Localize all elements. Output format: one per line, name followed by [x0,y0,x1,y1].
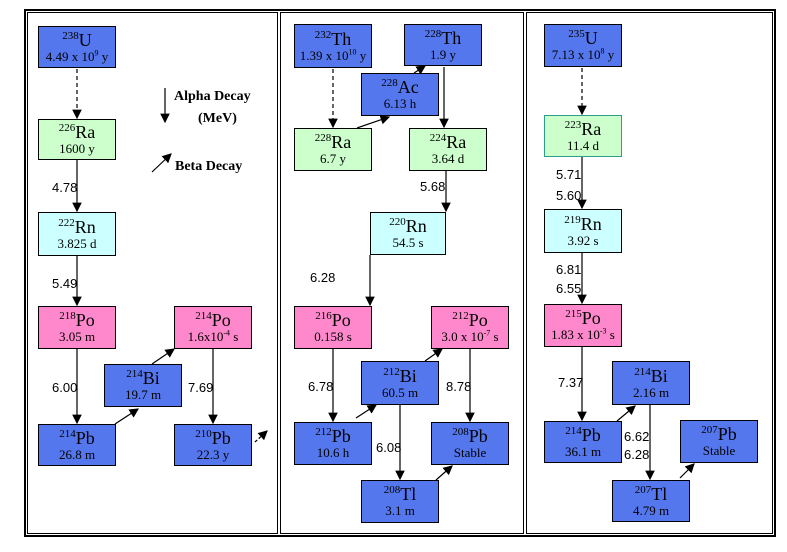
arrow-pb210-next [254,430,268,443]
nuclide-u238: 238U 4.49 x 109 y [38,26,116,68]
energy-po216: 6.78 [308,379,334,394]
nuclide-th232: 232Th 1.39 x 1010 y [294,24,372,68]
nuclide-ra223: 223Ra 11.4 d [544,115,622,157]
nuclide-po214: 214Po 1.6x10-4 s [174,306,252,349]
nuclide-pb214: 214Pb 26.8 m [38,424,116,466]
nuclide-tl207: 207Tl 4.79 m [612,480,690,522]
energy-rn219-1: 6.81 [556,262,582,277]
energy-bi214-1: 6.62 [624,429,650,444]
energy-po215: 7.37 [558,375,584,390]
nuclide-bi212: 212Bi 60.5 m [361,361,439,405]
nuclide-bi214: 214Bi 2.16 m [612,361,690,405]
arrow-ra228-ac228 [356,115,391,129]
energy-po214: 7.69 [188,380,214,395]
nuclide-po218: 218Po 3.05 m [38,306,116,349]
legend-beta-label: Beta Decay [175,159,243,174]
energy-bi214-2: 6.28 [624,447,650,462]
arrow-ac228-th228 [413,65,427,75]
nuclide-pb214: 214Pb 36.1 m [544,421,622,463]
arrow-pb214-bi214 [114,408,140,425]
energy-ra223-2: 5.60 [556,188,582,203]
nuclide-po216: 216Po 0.158 s [294,306,372,349]
nuclide-pb207: 207Pb Stable [680,420,758,463]
energy-ra224: 5.68 [420,179,446,194]
arrow-tl208-pb208 [435,465,453,481]
energy-ra226: 4.78 [52,180,78,195]
nuclide-po212: 212Po 3.0 x 10-7 s [431,306,509,349]
nuclide-ra228: 228Ra 6.7 y [294,128,372,171]
nuclide-po215: 215Po 1.83 x 10-3 s [544,304,622,347]
arrow-pb212-bi212 [355,404,378,419]
nuclide-bi214: 214Bi 19.7 m [104,364,182,407]
energy-ra223-1: 5.71 [556,167,582,182]
panel-uranium-238-series [27,12,278,534]
nuclide-rn220: 220Rn 54.5 s [370,212,446,255]
energy-po212: 8.78 [446,379,472,394]
energy-rn219-2: 6.55 [556,281,582,296]
diagram-frame [24,9,776,537]
nuclide-tl208: 208Tl 3.1 m [361,480,439,523]
nuclide-rn219: 219Rn 3.92 s [544,209,622,253]
arrow-tl207-pb207 [679,463,695,479]
arrow-bi212-po212 [424,348,443,362]
nuclide-ra224: 224Ra 3.64 d [409,128,487,171]
nuclide-u235: 235U 7.13 x 108 y [544,24,622,67]
panel-uranium-235-series [526,12,773,534]
energy-rn220: 6.28 [310,270,336,285]
legend-alpha-label: Alpha Decay [174,89,251,104]
nuclide-pb208: 208Pb Stable [431,422,509,465]
arrow-pb214-bi214 [616,405,636,422]
energy-rn222: 5.49 [52,276,78,291]
energy-bi212: 6.08 [376,440,402,455]
nuclide-ra226: 226Ra 1600 y [38,119,116,160]
arrow-bi214-po214 [151,348,175,365]
legend-beta-arrow [151,153,172,173]
nuclide-rn222: 222Rn 3.825 d [38,212,116,256]
nuclide-pb212: 212Pb 10.6 h [294,422,372,465]
panel-thorium-232-series [280,12,524,534]
nuclide-ac228: 228Ac 6.13 h [361,73,439,116]
nuclide-pb210: 210Pb 22.3 y [174,424,252,466]
legend-mev-label: (MeV) [198,111,237,126]
nuclide-th228: 228Th 1.9 y [404,24,482,66]
energy-po218: 6.00 [52,380,78,395]
